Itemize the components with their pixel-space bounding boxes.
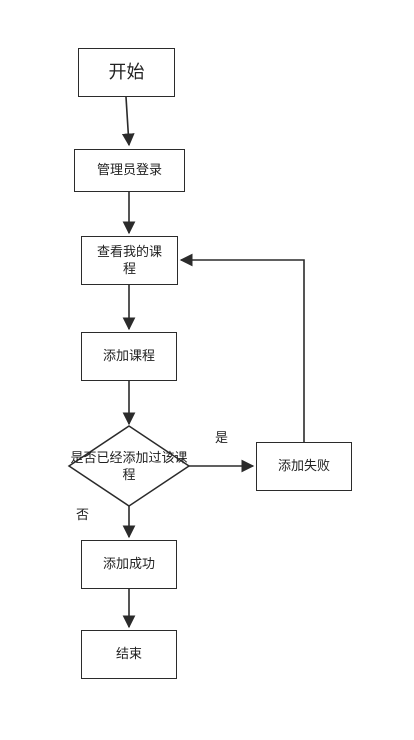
edge-label-yes: 是 <box>215 431 229 446</box>
node-start: 开始 <box>78 48 175 97</box>
edge-label-no: 否 <box>76 508 90 523</box>
edge-failed-to-view <box>179 253 305 442</box>
node-decision-text: 是否已经添加过该课程 <box>70 451 188 483</box>
node-view-courses: 查看我的课程 <box>81 236 178 285</box>
node-admin-login: 管理员登录 <box>74 149 185 192</box>
node-end: 结束 <box>81 630 177 679</box>
node-add-success: 添加成功 <box>81 540 177 589</box>
edge-start-to-login <box>121 96 135 147</box>
node-add-course: 添加课程 <box>81 332 177 381</box>
node-add-failed: 添加失败 <box>256 442 352 491</box>
